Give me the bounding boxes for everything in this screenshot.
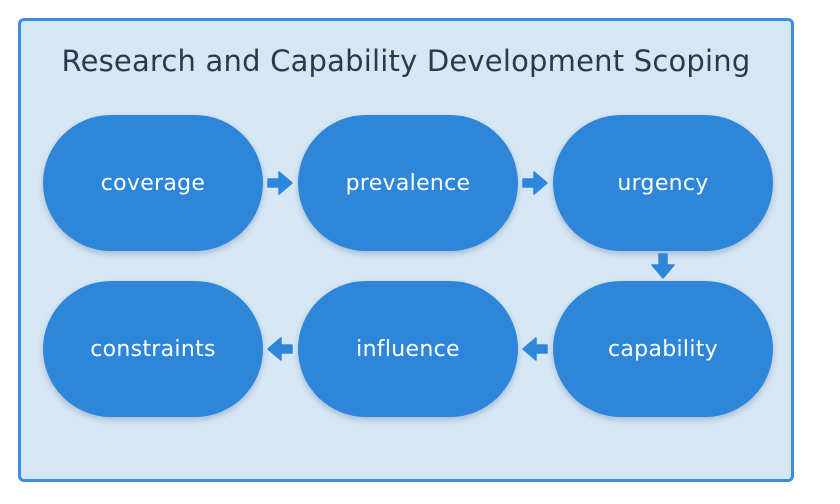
arrow-coverage-to-prevalence — [265, 168, 295, 198]
diagram-title: Research and Capability Development Scop… — [61, 44, 751, 78]
node-coverage: coverage — [43, 115, 263, 251]
arrow-left-icon — [267, 337, 293, 361]
arrow-down-icon — [651, 253, 675, 279]
arrow-capability-to-influence — [520, 334, 550, 364]
node-constraints: constraints — [43, 281, 263, 417]
arrow-influence-to-constraints — [265, 334, 295, 364]
arrow-prevalence-to-urgency — [520, 168, 550, 198]
arrow-left-icon — [522, 337, 548, 361]
node-influence: influence — [298, 281, 518, 417]
node-prevalence: prevalence — [298, 115, 518, 251]
arrow-right-icon — [267, 171, 293, 195]
node-capability: capability — [553, 281, 773, 417]
arrow-urgency-to-capability — [648, 251, 678, 281]
arrow-right-icon — [522, 171, 548, 195]
node-urgency: urgency — [553, 115, 773, 251]
